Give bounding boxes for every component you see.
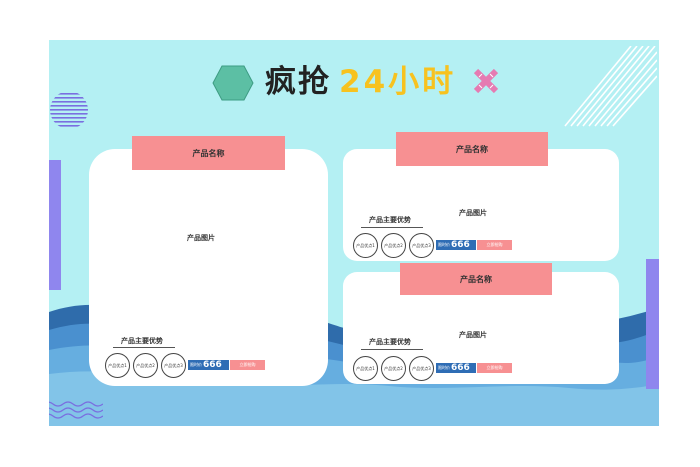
buy-now-button[interactable]: 立即抢购 <box>477 240 512 250</box>
advantage-circle: 产品优点1 <box>105 353 130 378</box>
right-purple-bar <box>646 259 659 389</box>
zigzag-icon <box>49 401 103 419</box>
product-name-bar: 产品名称 <box>396 132 548 166</box>
advantage-circle: 产品优点3 <box>409 233 434 258</box>
advantage-circle: 产品优点3 <box>409 356 434 381</box>
title-main: 疯抢 <box>265 64 331 100</box>
advantages-underline <box>361 349 423 350</box>
advantage-circle: 产品优点3 <box>161 353 186 378</box>
diagonal-lines-icon <box>564 46 657 127</box>
advantages-title: 产品主要优势 <box>121 337 163 345</box>
buy-now-button[interactable]: 立即抢购 <box>230 360 265 370</box>
advantage-circle: 产品优点2 <box>381 233 406 258</box>
price-label: 限时价 <box>438 242 450 247</box>
advantage-circle: 产品优点1 <box>353 233 378 258</box>
x-mark-icon <box>473 68 499 94</box>
advantages-title: 产品主要优势 <box>369 216 411 224</box>
advantage-circle: 产品优点1 <box>353 356 378 381</box>
price-box: 限时价 666 <box>436 363 476 373</box>
price-value: 666 <box>203 360 222 370</box>
price-label: 限时价 <box>190 362 202 367</box>
striped-circle-icon <box>50 93 88 127</box>
buy-now-button[interactable]: 立即抢购 <box>477 363 512 373</box>
advantages-underline <box>361 227 423 228</box>
product-image-label: 产品图片 <box>187 234 215 242</box>
product-image-label: 产品图片 <box>459 331 487 339</box>
advantage-circle: 产品优点2 <box>133 353 158 378</box>
title-row: 疯抢 24小时 <box>49 60 659 104</box>
price-value: 666 <box>451 363 470 373</box>
advantage-circle: 产品优点2 <box>381 356 406 381</box>
advantages-title: 产品主要优势 <box>369 338 411 346</box>
advantages-underline <box>113 347 175 348</box>
product-card-left[interactable] <box>89 149 328 386</box>
price-value: 666 <box>451 240 470 250</box>
product-name-bar: 产品名称 <box>400 263 552 295</box>
title-accent: 24小时 <box>339 64 457 100</box>
product-image-label: 产品图片 <box>459 209 487 217</box>
poster-canvas: 疯抢 24小时 产品名称 产品图片 产品主要优势 产品优点1 产品优点2 产品优… <box>49 40 659 426</box>
price-box: 限时价 666 <box>188 360 229 370</box>
product-name-bar: 产品名称 <box>132 136 285 170</box>
price-box: 限时价 666 <box>436 240 476 250</box>
left-purple-bar <box>49 160 61 290</box>
hexagon-icon <box>212 65 254 101</box>
price-label: 限时价 <box>438 365 450 370</box>
